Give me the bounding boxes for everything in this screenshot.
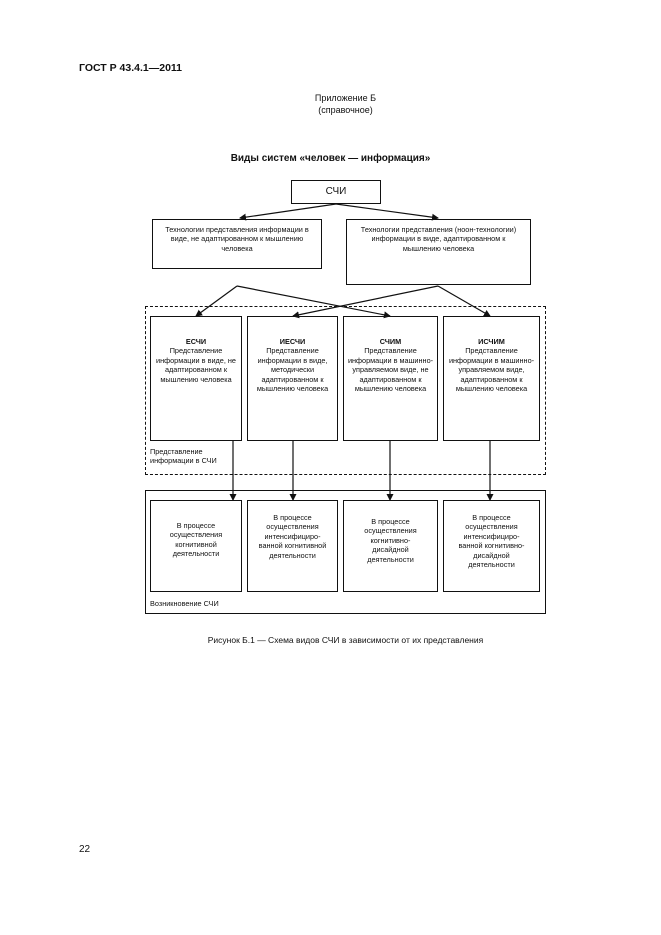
- appendix-title: Приложение Б: [314, 93, 377, 103]
- emergence-label: Возникновение СЧИ: [150, 599, 219, 608]
- page-number: 22: [79, 844, 91, 855]
- arrow-root-to-tech-right: [335, 203, 439, 221]
- process-box-intensified-cognitive: В процессе осуществления интенсифициро-в…: [247, 500, 338, 592]
- type-box-esci: ЕСЧИ Представление информации в виде, не…: [150, 316, 242, 441]
- appendix-subtitle: (справочное): [318, 105, 373, 115]
- arrow-tech-left-to-esci: [195, 285, 238, 317]
- type-box-iscim: ИСЧИМ Представление информации в машинно…: [443, 316, 540, 441]
- figure-caption: Рисунок Б.1 — Схема видов СЧИ в зависимо…: [207, 635, 484, 645]
- tech-box-left: Технологии представления информации в ви…: [152, 219, 322, 269]
- process-box-cognitive: В процессе осуществления когнитивной дея…: [150, 500, 242, 592]
- root-box-chi: СЧИ: [291, 180, 381, 204]
- document-code: ГОСТ Р 43.4.1—2011: [79, 62, 183, 74]
- diagram-title: Виды систем «человек — информация»: [230, 153, 431, 164]
- representation-frame: Представление информации в СЧИ: [145, 306, 546, 475]
- type-box-iesci: ИЕСЧИ Представление информации в виде, м…: [247, 316, 338, 441]
- process-box-cognitive-decisive: В процессе осуществления когнитивно-диса…: [343, 500, 438, 592]
- representation-label: Представление информации в СЧИ: [150, 447, 217, 466]
- arrow-tech-right-to-iesci: [292, 285, 439, 319]
- process-box-intensified-cognitive-decisive: В процессе осуществления интенсифициро-в…: [443, 500, 540, 592]
- tech-box-right: Технологии представления (ноон-технологи…: [346, 219, 531, 285]
- appendix-heading: Приложение Б (справочное): [0, 92, 661, 116]
- type-box-scim: СЧИМ Представление информации в машинно-…: [343, 316, 438, 441]
- arrow-tech-right-to-iscim: [437, 285, 491, 317]
- emergence-frame: Возникновение СЧИ: [145, 490, 546, 614]
- arrow-root-to-tech-left: [239, 203, 337, 221]
- arrow-tech-left-to-scim: [236, 285, 391, 319]
